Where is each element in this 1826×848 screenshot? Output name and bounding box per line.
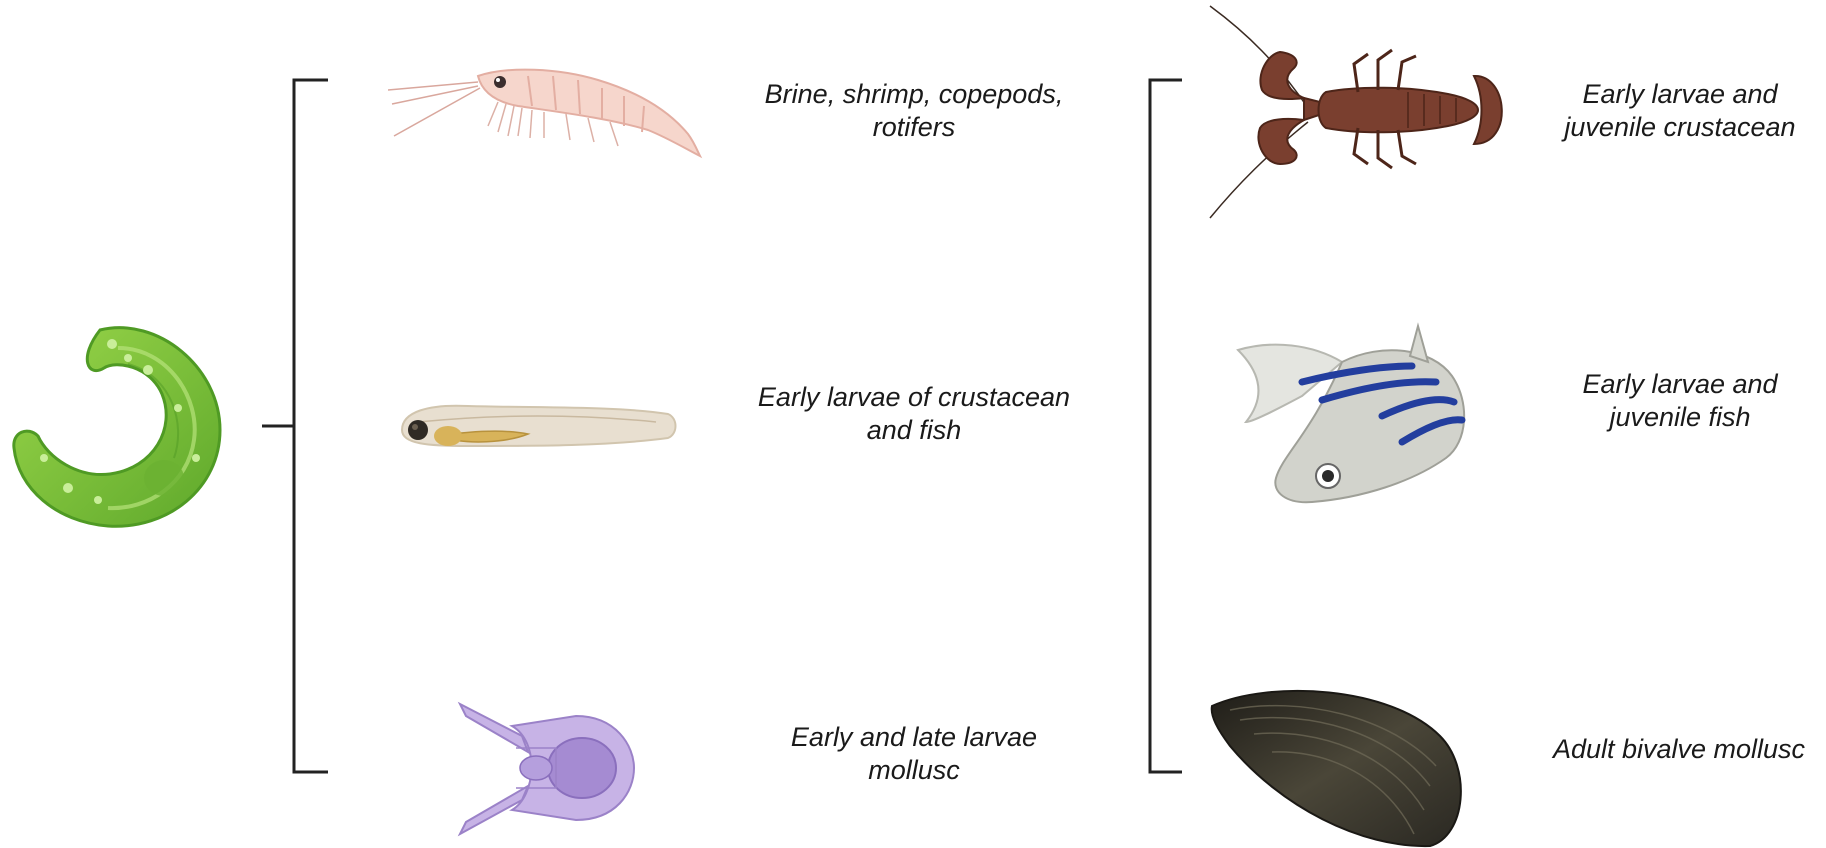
- zebrafish-icon: [1232, 322, 1476, 512]
- mussel-icon: [1210, 686, 1470, 848]
- lobster-label: Early larvae and juvenile crustacean: [1540, 78, 1820, 144]
- right-bracket: [1148, 78, 1188, 778]
- fish-larva-label: Early larvae of crustacean and fish: [734, 381, 1094, 447]
- shrimp-icon: [388, 66, 704, 166]
- lobster-icon: [1208, 4, 1512, 220]
- left-bracket: [262, 78, 332, 778]
- mussel-label: Adult bivalve mollusc: [1536, 733, 1822, 766]
- zebrafish-label: Early larvae and juvenile fish: [1560, 368, 1800, 434]
- mollusc-larva-label: Early and late larvae mollusc: [754, 721, 1074, 787]
- mollusc-larva-icon: [456, 696, 636, 842]
- shrimp-label: Brine, shrimp, copepods, rotifers: [744, 78, 1084, 144]
- microalga-icon: [8, 308, 230, 530]
- fish-larva-icon: [398, 400, 678, 456]
